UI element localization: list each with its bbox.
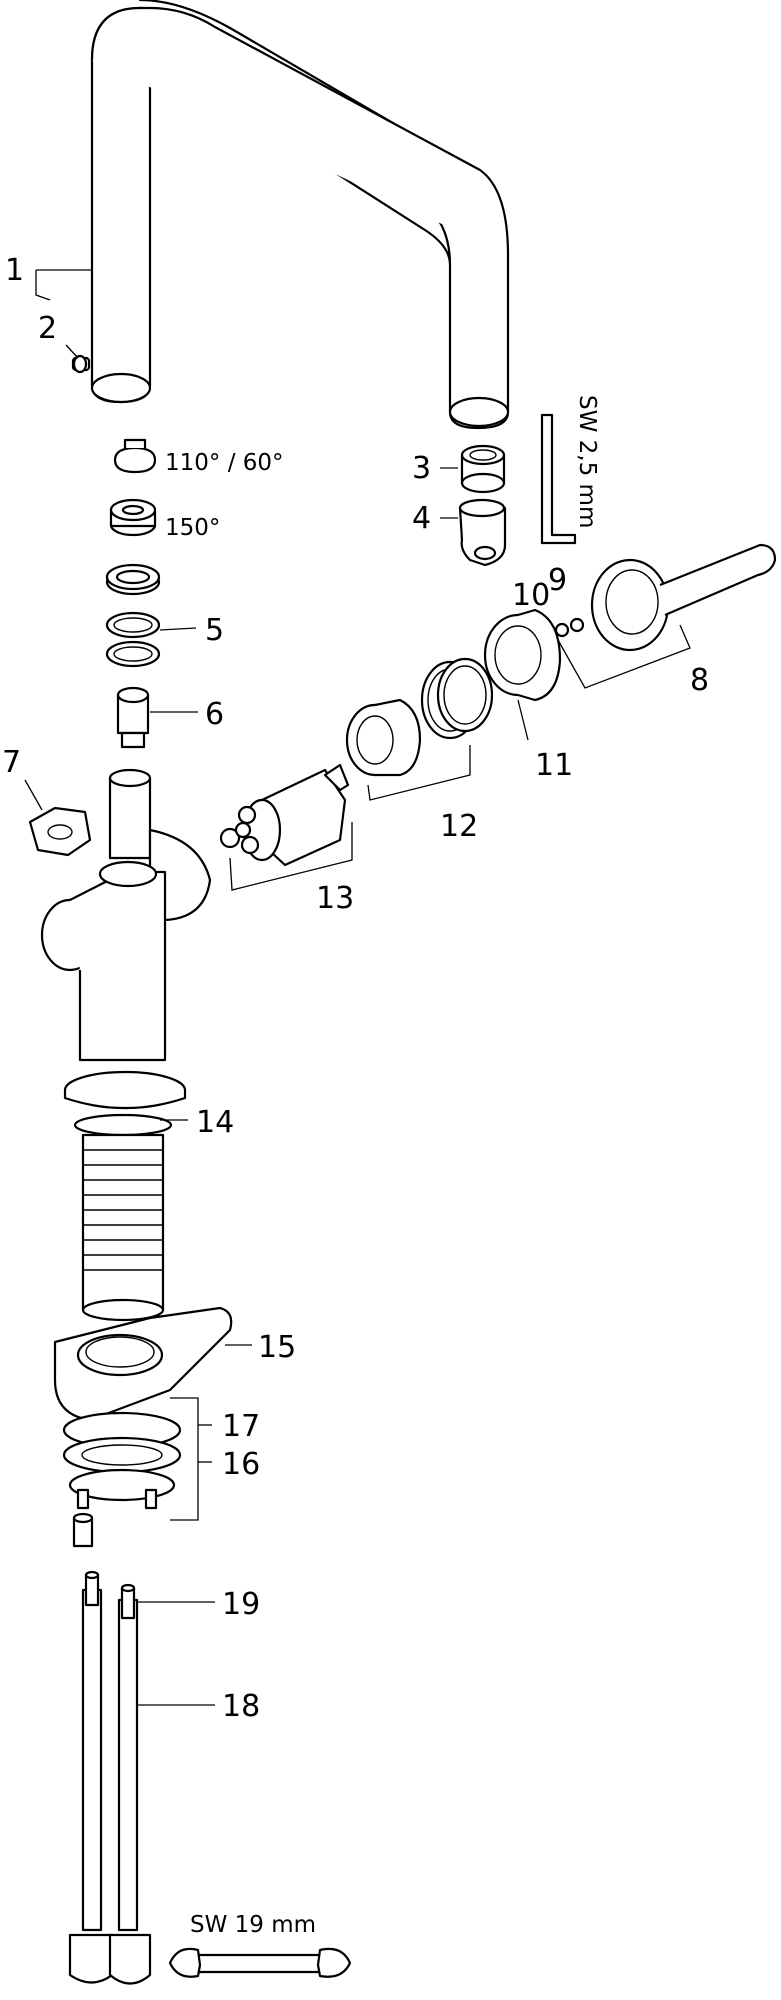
- callout-19: 19: [222, 1587, 260, 1622]
- callout-14: 14: [196, 1105, 234, 1140]
- part-7-clip: [28, 806, 92, 857]
- hex-key-label: SW 2,5 mm: [574, 395, 600, 528]
- callout-7: 7: [2, 745, 21, 780]
- callout-numbers: 1 2 3 4 5 6 7 8 9 10 11 12 13 14 15 16 1…: [2, 253, 709, 1724]
- callout-6: 6: [205, 697, 224, 732]
- callout-2: 2: [38, 311, 57, 346]
- callout-9: 9: [548, 563, 567, 598]
- callout-10: 10: [512, 578, 550, 613]
- part-5-rings: [105, 563, 161, 668]
- angle-110-60-label: 110° / 60°: [165, 450, 284, 476]
- part-6-threaded-insert: [116, 686, 150, 749]
- callout-18: 18: [222, 1689, 260, 1724]
- callout-11: 11: [535, 748, 573, 783]
- part-13-cartridge: [219, 763, 350, 867]
- part-2-screw: [71, 354, 91, 374]
- annotations: 110° / 60° 150° SW 2,5 mm SW 19 mm: [165, 395, 600, 1938]
- callout-12: 12: [440, 809, 478, 844]
- part-15-plate: [53, 1306, 233, 1422]
- callout-13: 13: [316, 881, 354, 916]
- stop-ring-150: [109, 498, 157, 537]
- stop-ring-110-60: [113, 438, 157, 474]
- part-4-aerator-key: [458, 498, 507, 567]
- callout-17: 17: [222, 1409, 260, 1444]
- angle-150-label: 150°: [165, 515, 220, 541]
- part-8-handle: [590, 543, 777, 652]
- leader-lines: [24, 269, 691, 1706]
- part-9-10-grub-screws: [554, 617, 585, 638]
- callout-15: 15: [258, 1330, 296, 1365]
- callout-1: 1: [5, 253, 24, 288]
- part-16-17-fixing-set: [62, 1411, 182, 1510]
- callout-4: 4: [412, 501, 431, 536]
- part-18-19-hoses: [68, 1570, 152, 1985]
- part-11-cap: [483, 608, 562, 702]
- part-12-sleeve-o-rings: [345, 657, 494, 777]
- wrench-tool: [168, 1947, 352, 1978]
- callout-16: 16: [222, 1447, 260, 1482]
- faucet-body: [40, 768, 212, 1322]
- hex-key-tool: [540, 413, 577, 545]
- wrench-label: SW 19 mm: [190, 1912, 316, 1938]
- callout-8: 8: [690, 663, 709, 698]
- callout-3: 3: [412, 451, 431, 486]
- part-1-spout: [90, 0, 510, 430]
- part-3-aerator: [460, 444, 506, 494]
- callout-5: 5: [205, 613, 224, 648]
- fitting-nipple: [72, 1512, 94, 1548]
